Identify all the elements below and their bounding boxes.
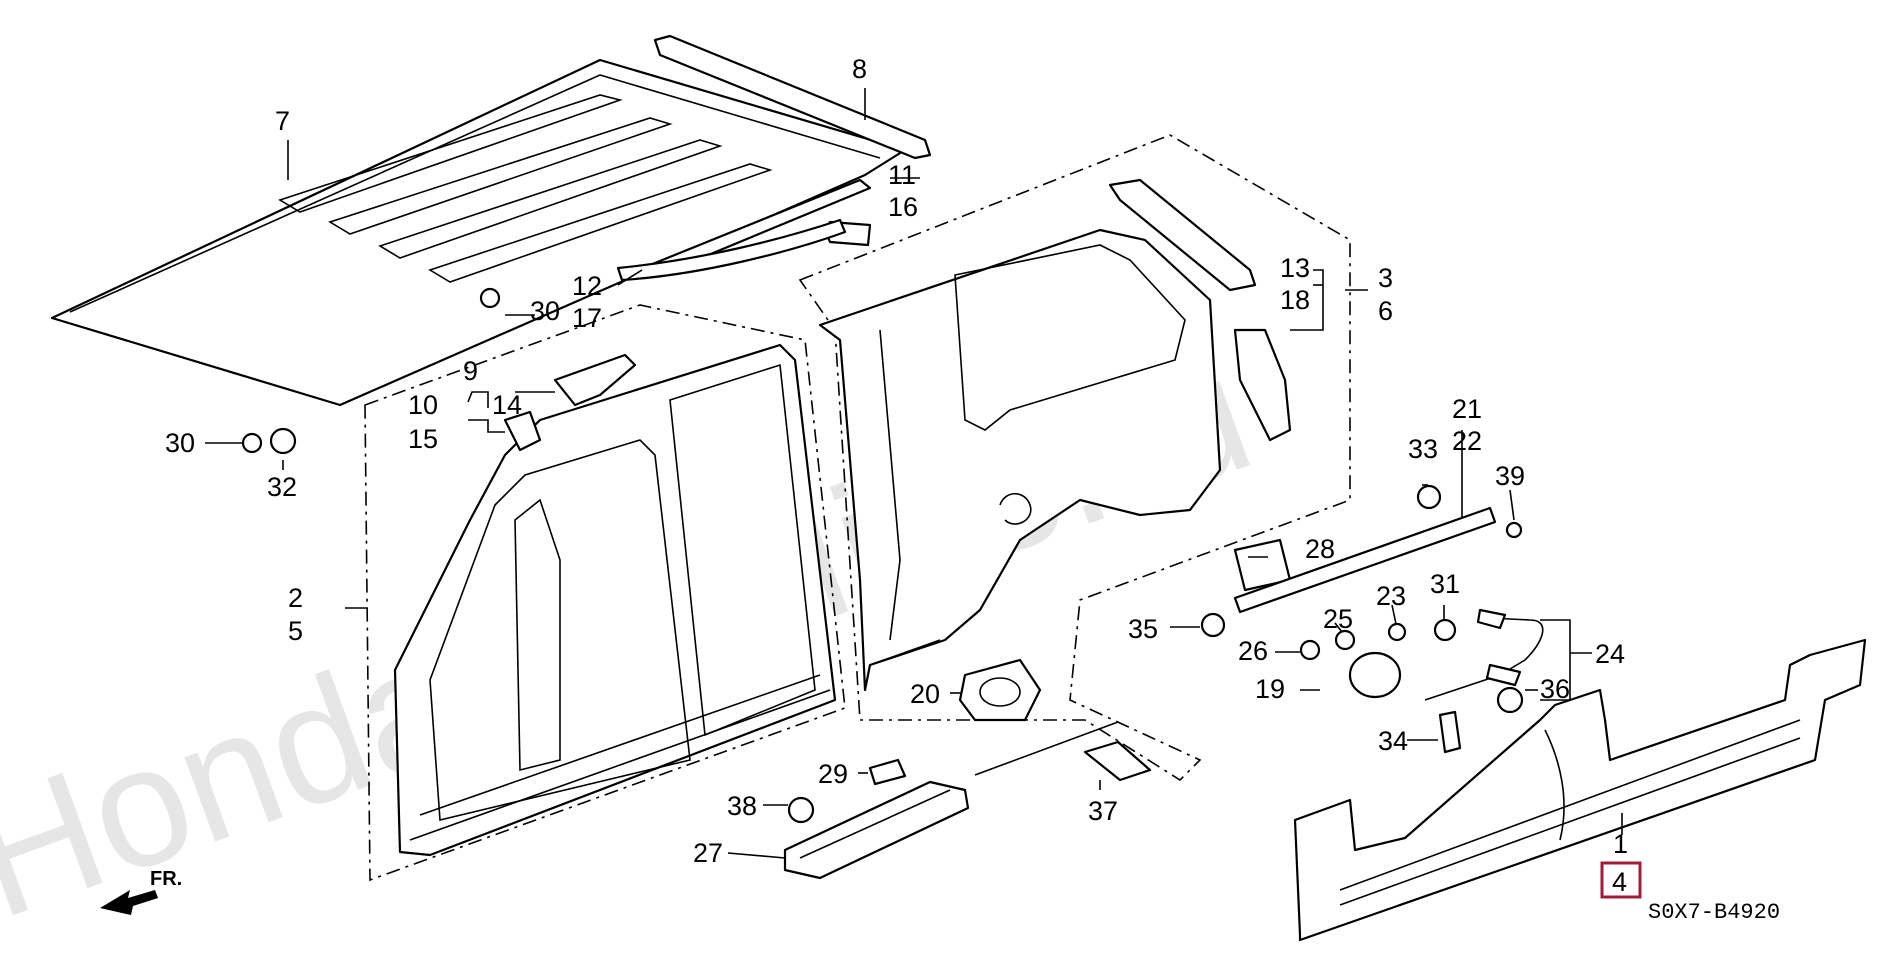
callout-30-roof: 30 (530, 296, 560, 326)
clip-33 (1416, 484, 1442, 510)
roof-bolt-30 (479, 287, 501, 309)
side-sill-garnish (1233, 506, 1497, 614)
highlight-box-4[interactable] (1600, 861, 1642, 899)
callout-36: 36 (1540, 674, 1570, 704)
side-sill-panel (1293, 638, 1867, 942)
callout-32: 32 (267, 472, 297, 502)
fuel-lid-19 (1348, 651, 1402, 699)
callout-10: 10 (408, 390, 438, 420)
leader-lines (205, 88, 1623, 859)
screw-39 (1505, 521, 1523, 539)
bolt-38 (787, 796, 815, 824)
callout-20: 20 (910, 679, 940, 709)
callout-2: 2 (288, 583, 303, 613)
callout-15: 15 (408, 424, 438, 454)
callout-13: 13 (1280, 253, 1310, 283)
callout-4[interactable]: 4 (1612, 867, 1627, 897)
outer-side-panel (393, 343, 837, 857)
callout-7: 7 (275, 106, 290, 136)
callout-38: 38 (727, 791, 757, 821)
callout-27: 27 (693, 838, 723, 868)
quarter-bracket (1108, 178, 1292, 442)
callout-12: 12 (572, 271, 602, 301)
callout-31: 31 (1430, 569, 1460, 599)
lid-rod (974, 721, 1119, 776)
opener-31 (1433, 618, 1457, 642)
callout-16: 16 (888, 192, 918, 222)
fasteners (241, 287, 1524, 824)
callout-34: 34 (1378, 726, 1408, 756)
side-panel-group-box (364, 304, 846, 882)
callout-22: 22 (1452, 426, 1482, 456)
callout-14: 14 (492, 390, 522, 420)
callout-37: 37 (1088, 796, 1118, 826)
callout-6: 6 (1378, 296, 1393, 326)
front-direction-arrow: FR. (100, 868, 182, 915)
a-pillar-bracket (503, 353, 637, 452)
roof-rail (653, 34, 932, 160)
nut-23 (1387, 622, 1407, 642)
roof-panel (50, 58, 907, 407)
callout-26: 26 (1238, 636, 1268, 666)
floor-bracket (783, 758, 970, 880)
front-roof-arch (616, 218, 847, 282)
grommet-32 (269, 427, 297, 455)
callout-21: 21 (1452, 394, 1482, 424)
callout-39: 39 (1495, 461, 1525, 491)
callouts: 7 8 11 16 12 17 30 9 10 14 15 30 32 2 5 … (165, 54, 1642, 899)
clip-36 (1496, 686, 1524, 714)
callout-25: 25 (1323, 604, 1353, 634)
callout-17: 17 (572, 303, 602, 333)
callout-28: 28 (1305, 534, 1335, 564)
callout-19: 19 (1255, 674, 1285, 704)
callout-30-side: 30 (165, 428, 195, 458)
fuel-lid-cable (1424, 608, 1544, 701)
fuel-lid-base (958, 658, 1042, 722)
callout-29: 29 (818, 759, 848, 789)
callout-5: 5 (288, 616, 303, 646)
callout-24: 24 (1595, 639, 1625, 669)
callout-9: 9 (463, 356, 478, 386)
clip-26 (1299, 639, 1321, 661)
quarter-panel-group-box (798, 134, 1351, 782)
bracket-34 (1438, 710, 1462, 754)
callout-11: 11 (888, 160, 916, 190)
clip-25 (1334, 629, 1356, 651)
diagram-code: S0X7-B4920 (1648, 900, 1780, 925)
callout-23: 23 (1376, 581, 1406, 611)
callout-35: 35 (1128, 614, 1158, 644)
callout-8: 8 (852, 54, 867, 84)
clip-35 (1200, 612, 1226, 638)
front-label: FR. (150, 868, 182, 890)
callout-3: 3 (1378, 263, 1393, 293)
quarter-panel (818, 228, 1222, 692)
callout-33: 33 (1408, 434, 1438, 464)
callout-1: 1 (1613, 829, 1628, 859)
pad-37 (1083, 740, 1152, 782)
callout-18: 18 (1280, 285, 1310, 315)
roof-bolt-30b (241, 432, 263, 454)
